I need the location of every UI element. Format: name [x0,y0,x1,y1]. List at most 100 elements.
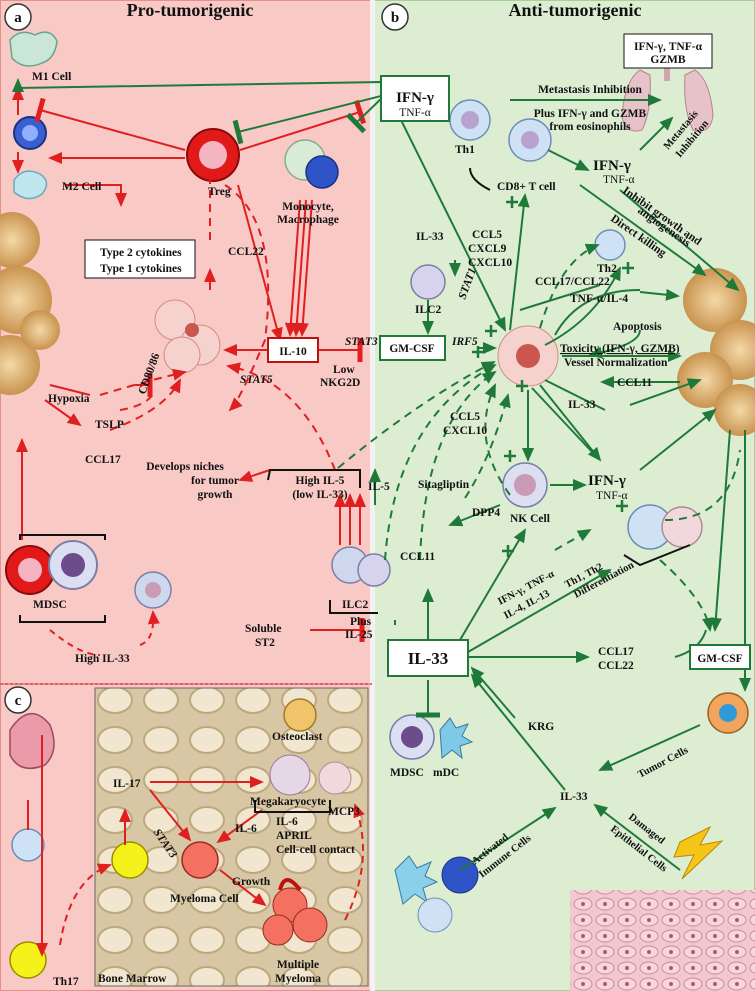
panel-a-title: Pro-tumorigenic [127,0,254,20]
tnfa-il4-label: TNF-α/IL-4 [570,293,628,305]
nkg2d-label: NKG2D [320,377,360,389]
il5-label: IL-5 [368,481,390,493]
mdsc-label-b: MDSC [390,767,424,779]
gmcsf-label-1: GM-CSF [389,343,434,355]
cxcl10-label: CXCL10 [468,257,512,269]
eosinophil-b-icon [497,325,559,387]
panel-b-background [371,0,755,991]
high-il5-label: High IL-5 [296,475,345,487]
th17-bm-cell-icon [111,841,149,879]
osteoclast-label: Osteoclast [272,731,323,743]
tnfa-box-label: TNF-α [399,107,431,119]
megakaryocyte-label: Megakaryocyte [250,796,326,808]
vessel-normalization-label: Vessel Normalization [564,357,668,369]
tnfa-label-3: TNF-α [596,490,628,502]
ccl5-label-2: CCL5 [450,411,480,423]
stat3-label-a: STAT3 [345,336,378,348]
eosinophils-label: from eosinophils [549,121,631,133]
lung-icon [621,56,714,132]
il33-label-low: IL-33 [560,791,588,803]
th17-cell-icon [9,941,47,979]
ilc2-label-b: ILC2 [415,304,441,316]
mdsc-red-nucleus-icon [18,558,42,582]
m2-cell-label: M2 Cell [62,181,101,193]
mdsc-label-a: MDSC [33,599,67,611]
metastasis-inhibition-label: Metastasis Inhibition [538,84,642,96]
ilc2-label-a: ILC2 [342,599,368,611]
cxcl9-label: CXCL9 [468,243,507,255]
myeloma-cell-label: Myeloma Cell [170,893,239,905]
plus-ifng-gzmb-label: Plus IFN-γ and GZMB [534,108,647,120]
stomach-icon [9,713,55,770]
ccl17-label-2: CCL17 [598,646,634,658]
ifng-label-3: IFN-γ [588,473,626,489]
panel-b-letter: b [391,10,399,26]
toxicity-label: Toxicity (IFN-γ, GZMB) [560,343,680,355]
cxcl10-label-2: CXCL10 [443,425,487,437]
irf5-label: IRF5 [451,336,478,348]
il6-label-2: IL-6 [276,816,298,828]
hypoxia-label: Hypoxia [48,393,90,405]
panel-c-arrows [27,735,365,957]
panel-b-arrows [337,94,751,871]
myeloma-label: Myeloma [275,973,321,985]
stat5-label: STAT5 [240,374,273,386]
april-label: APRIL [276,830,312,842]
treg-label: Treg [208,186,231,198]
ccl17-ccl22-label: CCL17/CCL22 [535,276,610,288]
krg-label: KRG [528,721,554,733]
th2-cell-icon [594,229,626,261]
mdc-label: mDC [433,767,459,779]
ifng-tnfa-box [380,75,450,122]
il33-label-b: IL-33 [416,231,444,243]
treg-nucleus-icon [199,141,227,169]
high-il33-label: High IL-33 [75,653,130,665]
tumor-mass-a-icon [0,212,60,395]
multiple-myeloma-icon [262,887,328,946]
activated-immune-cells-icon [394,855,479,933]
cytokines-box [84,239,196,279]
nk-nucleus-icon [514,474,536,496]
cd8-nucleus-icon [521,131,539,149]
th2-label: Th2 [597,263,617,275]
tslp-label: TSLP [95,419,124,431]
panel-a-letter: a [14,10,22,26]
niche-label-3: growth [198,489,234,501]
type2-cytokines-label: Type 2 cytokines [100,247,182,259]
lung-gzmb-label: GZMB [650,54,685,66]
panel-b-title: Anti-tumorigenic [509,0,642,20]
il10-label: IL-10 [279,346,307,358]
gmcsf-box-2 [689,644,751,670]
ccl17-label-a: CCL17 [85,454,121,466]
ccl11-label-left: CCL11 [400,551,435,563]
il25-label: IL-25 [345,629,373,641]
monocyte-label: Monocyte, [282,201,334,213]
ccl22-label-a: CCL22 [228,246,264,258]
low-label: Low [333,364,355,376]
lung-cytokine-box [623,33,713,69]
panel-a-green-arrows [12,78,386,145]
il10-box [267,337,319,363]
ifng-box-label: IFN-γ [396,90,434,106]
naive-t-cell-icon [11,828,45,862]
eosinophil-cluster-a-icon [154,299,221,374]
mdsc-grey-nucleus-icon [61,553,85,577]
ccl22-label-2: CCL22 [598,660,634,672]
dpp4-label: DPP4 [472,507,500,519]
panel-c-label: c [4,686,32,714]
niche-label-2: for tumor [191,475,239,487]
myeloma-cell-icon [181,841,219,879]
st2-label: ST2 [255,637,275,649]
plus-signs [472,196,634,557]
m1-cell-label: M1 Cell [32,71,71,83]
sitagliptin-label: Sitagliptin [418,479,470,491]
tnfa-label-2: TNF-α [603,174,635,186]
bone-marrow-region [94,687,369,987]
ilc2-a-cell2-icon [357,553,391,587]
type1-cytokines-label: Type 1 cytokines [100,263,182,275]
tumor-cell-b-nucleus-icon [719,704,737,722]
epithelial-cells-icon [570,890,755,991]
gmcsf-box-1 [379,335,446,361]
